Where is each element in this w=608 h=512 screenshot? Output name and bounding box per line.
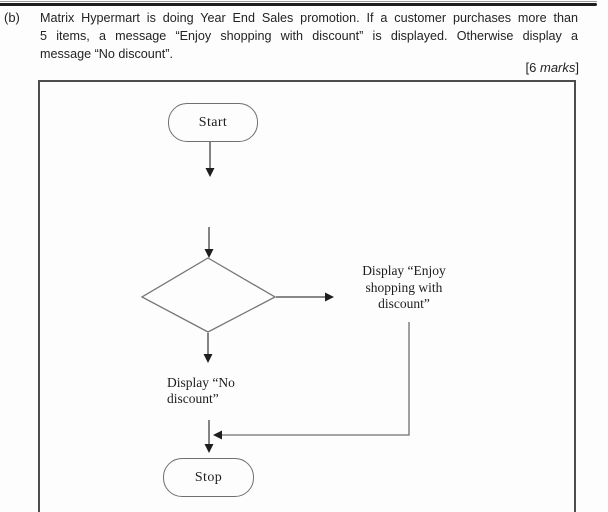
top-rule-thin-line: [0, 1, 597, 2]
flowchart-answer-box: [38, 80, 576, 512]
arrowhead-false-branch: [203, 354, 213, 363]
arrowhead-true-branch: [325, 292, 334, 302]
question-line: 5 items, a message “Enjoy shopping with …: [40, 29, 578, 43]
arrowhead-connector-true-branch: [213, 430, 222, 440]
marks-label: [6 marks]: [526, 60, 579, 75]
question-part-label: (b): [4, 10, 20, 25]
question-line: Matrix Hypermart is doing Year End Sales…: [40, 11, 578, 25]
top-rule-thick-line: [0, 3, 597, 6]
flowchart-start-node: Start: [168, 103, 258, 142]
question-line: message “No discount”.: [40, 47, 173, 61]
page-top-rule: [0, 1, 597, 6]
connector-true-branch: [222, 322, 410, 436]
marks-suffix: ]: [575, 60, 579, 75]
start-label: Start: [198, 114, 228, 130]
display-discount-label: Display “Enjoy shopping with discount”: [362, 263, 446, 311]
marks-word: marks: [539, 60, 576, 75]
arrowhead-into-decision: [204, 249, 214, 258]
marks-prefix: [6: [525, 60, 540, 75]
question-text: Matrix Hypermart is doing Year End Sales…: [40, 9, 578, 63]
decision-diamond: [140, 257, 277, 333]
flowchart-stop-node: Stop: [163, 458, 254, 497]
arrowhead-from-start: [205, 168, 215, 177]
stop-label: Stop: [194, 469, 223, 485]
arrowhead-into-stop: [204, 444, 214, 453]
display-no-discount-label: Display “No discount”: [167, 375, 235, 406]
